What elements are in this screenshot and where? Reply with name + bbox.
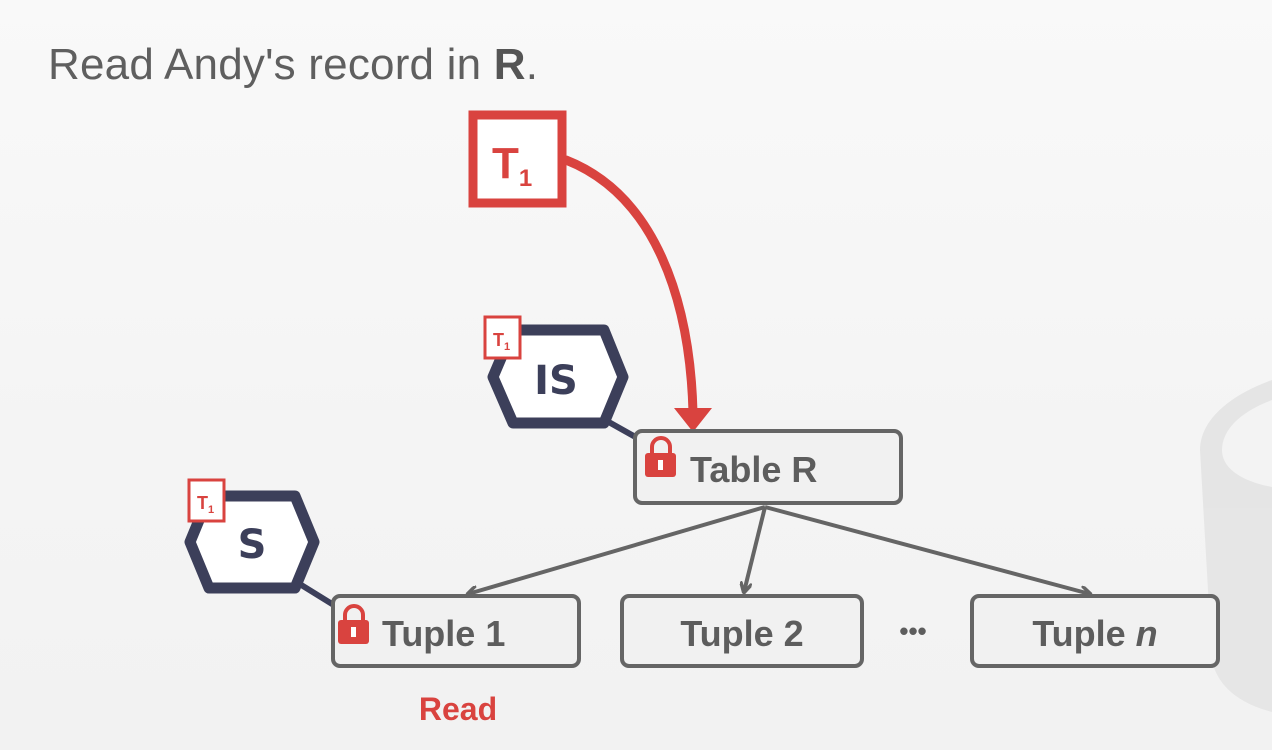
tuple-n-label: Tuple <box>1032 613 1135 654</box>
table-r-label: Table R <box>690 449 817 490</box>
svg-text:T1: T1 <box>492 139 532 192</box>
s-owner-label: T <box>197 493 208 513</box>
title-text: Read Andy's record in <box>48 40 494 89</box>
title-suffix: . <box>525 40 539 89</box>
ellipsis: ••• <box>899 616 926 646</box>
tuple-n-italic: n <box>1136 613 1158 654</box>
tuple-2-label: Tuple 2 <box>680 613 803 654</box>
is-owner-label: T <box>493 330 504 350</box>
transaction-t1-box: T1 <box>468 110 567 208</box>
tuple-1-label: Tuple 1 <box>382 613 505 654</box>
is-lock-label: IS <box>534 358 578 404</box>
s-lock-badge: S T1 <box>184 478 320 594</box>
tuple-1-node: Tuple 1 <box>331 594 581 668</box>
table-lock-icon <box>645 436 676 477</box>
table-r-node: Table R <box>633 429 903 505</box>
svg-text:T1: T1 <box>493 330 510 353</box>
transaction-label: T <box>492 139 519 188</box>
slide-title: Read Andy's record in R. <box>48 40 538 90</box>
is-owner-subscript: 1 <box>504 341 510 353</box>
s-lock-label: S <box>238 522 267 568</box>
svg-text:Tuple n: Tuple n <box>1032 613 1157 654</box>
is-lock-badge: IS T1 <box>483 315 629 429</box>
tree-edges <box>468 505 1090 594</box>
tuple-lock-icon <box>338 604 369 644</box>
tuple-2-node: Tuple 2 <box>620 594 864 668</box>
read-operation-label: Read <box>419 691 497 727</box>
svg-text:T1: T1 <box>197 493 214 516</box>
transaction-arrow <box>561 155 712 432</box>
transaction-subscript: 1 <box>519 165 532 192</box>
tuple-n-node: Tuple n <box>970 594 1220 668</box>
s-owner-subscript: 1 <box>208 504 214 516</box>
title-bold: R <box>493 40 526 89</box>
